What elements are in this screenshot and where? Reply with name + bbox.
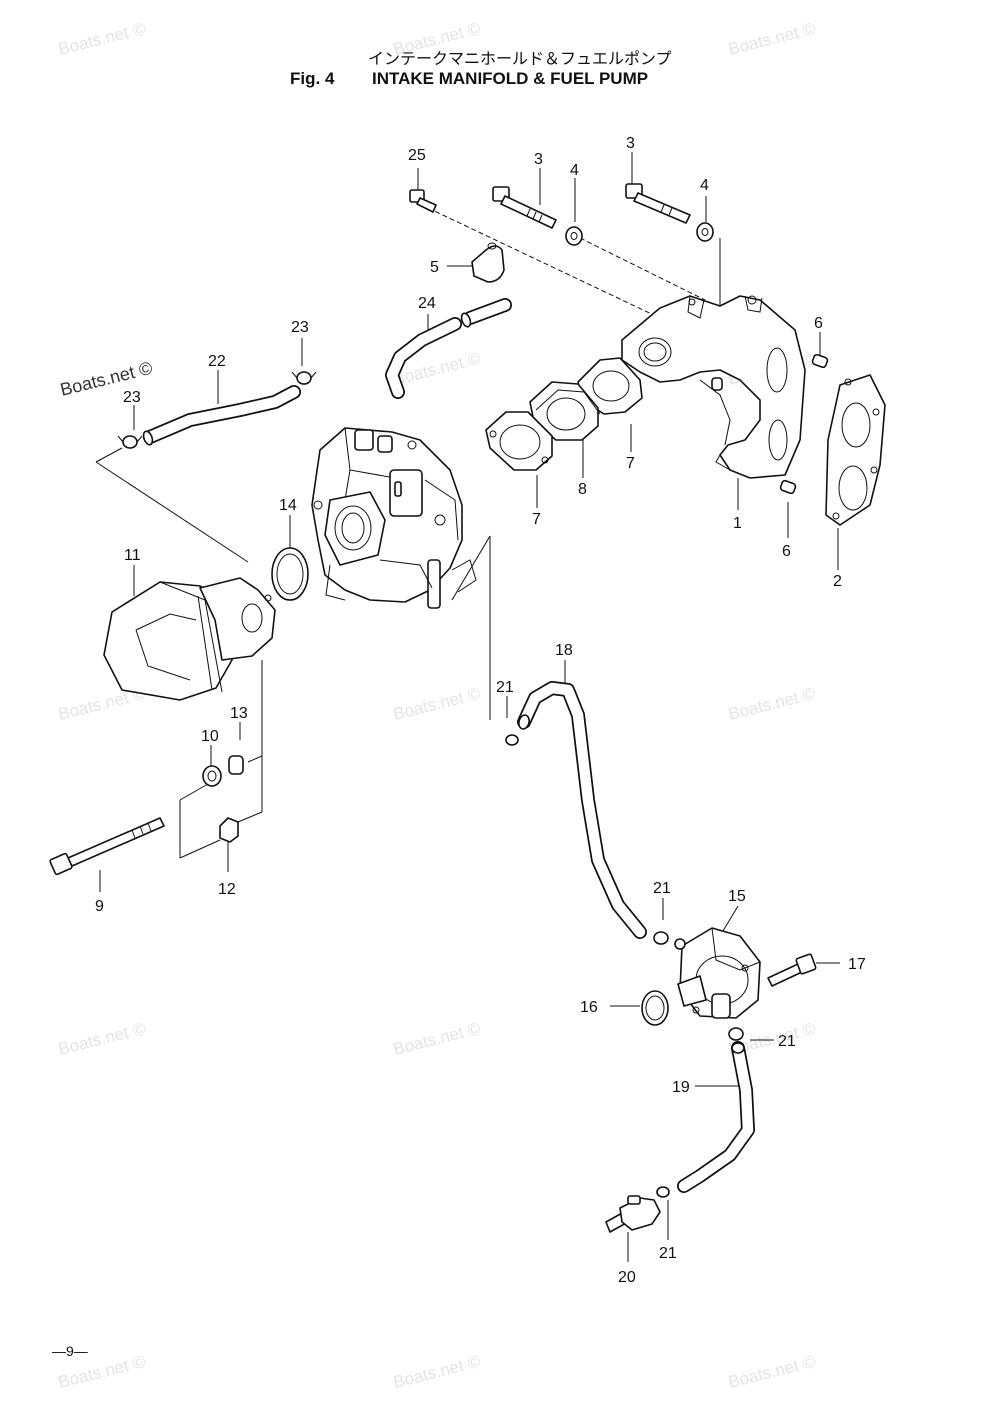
watermark: Boats.net © [726, 19, 817, 59]
hose-24 [385, 298, 512, 399]
callout-24: 24 [418, 295, 436, 312]
callout-20: 20 [618, 1269, 636, 1286]
callout-10: 10 [201, 728, 219, 745]
callout-3: 3 [626, 135, 635, 152]
bolt-9 [49, 817, 165, 876]
spacer-8 [529, 381, 601, 441]
gasket-2 [825, 374, 886, 526]
hose-clip-23-right [291, 371, 317, 385]
bolt-3-right [625, 183, 691, 224]
callout-6: 6 [814, 315, 823, 332]
watermark: Boats.net © [726, 1352, 817, 1392]
watermark: Boats.net © [391, 1019, 482, 1059]
watermark: Boats.net © [391, 684, 482, 724]
callout-4: 4 [570, 162, 579, 179]
pin-6-lower [779, 479, 797, 495]
hose-clip-21-pump-outlet [728, 1027, 744, 1041]
callout-14: 14 [279, 497, 297, 514]
watermark: Boats.net © [391, 1352, 482, 1392]
callout-13: 13 [230, 705, 248, 722]
callout-25: 25 [408, 147, 426, 164]
fuel-connector-20 [605, 1195, 661, 1233]
clamp-5 [471, 242, 505, 283]
intake-manifold-1 [621, 295, 806, 479]
callout-1: 1 [733, 515, 742, 532]
watermark: Boats.net © [726, 684, 817, 724]
figure-title: INTAKE MANIFOLD & FUEL PUMP [372, 69, 648, 88]
callout-19: 19 [672, 1079, 690, 1096]
callout-15: 15 [728, 888, 746, 905]
callout-21: 21 [653, 880, 671, 897]
collar-13 [228, 755, 244, 775]
hose-clip-21-bottom [656, 1186, 670, 1198]
watermark: Boats.net © [56, 19, 147, 59]
callout-7: 7 [626, 455, 635, 472]
callout-2: 2 [833, 573, 842, 590]
callout-16: 16 [580, 999, 598, 1016]
fuel-hose-19 [677, 1041, 755, 1193]
callout-labels: 25 3 3 4 4 5 24 23 22 23 6 6 2 1 7 8 7 1… [95, 135, 866, 1286]
callout-7: 7 [532, 511, 541, 528]
hose-clip-21-top [505, 734, 519, 746]
callout-9: 9 [95, 898, 104, 915]
leader-lines [99, 152, 840, 1262]
watermark: Boats.net © [56, 1019, 147, 1059]
hose-clip-21-pump-inlet [653, 931, 669, 945]
o-ring-14 [271, 547, 309, 601]
callout-18: 18 [555, 642, 573, 659]
nut-12 [219, 817, 239, 843]
pin-6-upper [811, 353, 829, 369]
callout-17: 17 [848, 956, 866, 973]
bolt-17 [767, 953, 817, 987]
o-ring-16 [641, 990, 669, 1026]
fuel-hose-18 [517, 681, 647, 939]
page-number: —9— [52, 1343, 88, 1359]
callout-21: 21 [496, 679, 514, 696]
title-japanese: インテークマニホールド＆フュエルポンプ [368, 49, 672, 68]
carburetor [311, 427, 477, 609]
callout-23: 23 [123, 389, 141, 406]
callout-22: 22 [208, 353, 226, 370]
bolt-25 [409, 189, 437, 213]
grommet-10 [202, 765, 222, 787]
callout-5: 5 [430, 259, 439, 276]
figure-number: Fig. 4 [290, 69, 335, 88]
callout-11: 11 [124, 547, 141, 564]
callout-4: 4 [700, 177, 709, 194]
hose-clip-23-left [117, 435, 143, 449]
washer-4-left [565, 226, 583, 246]
callout-3: 3 [534, 151, 543, 168]
fuel-pump-15 [674, 927, 761, 1019]
callout-12: 12 [218, 881, 236, 898]
callout-6: 6 [782, 543, 791, 560]
callout-21: 21 [778, 1033, 796, 1050]
gasket-7-left [485, 411, 553, 471]
washer-4-right [696, 222, 714, 242]
callout-21: 21 [659, 1245, 677, 1262]
bolt-3-left [492, 186, 557, 229]
callout-23: 23 [291, 319, 309, 336]
callout-8: 8 [578, 481, 587, 498]
assembly-axes [95, 207, 721, 859]
intake-silencer-11 [103, 577, 276, 701]
hose-22 [142, 385, 301, 446]
